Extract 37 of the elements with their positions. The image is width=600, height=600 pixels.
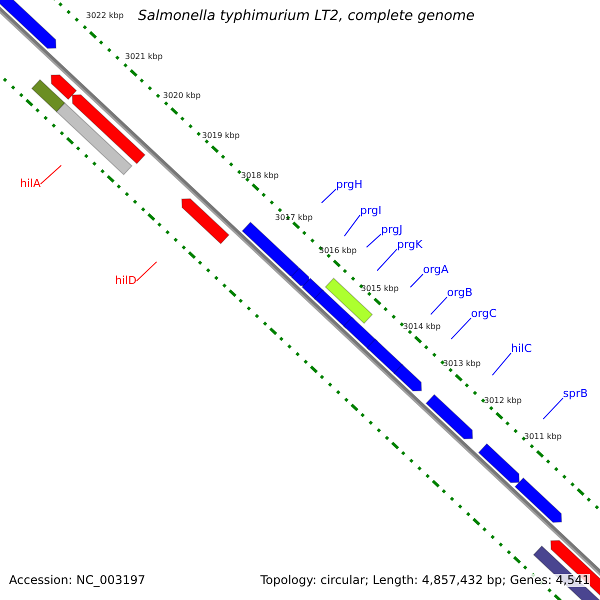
scale-label: 3015 kbp bbox=[361, 285, 399, 294]
gene-label: prgI bbox=[360, 205, 382, 218]
title: Salmonella typhimurium LT2, complete genome bbox=[138, 9, 475, 24]
scale-label: 3013 kbp bbox=[443, 360, 481, 369]
scale-label: 3017 kbp bbox=[275, 214, 313, 223]
genome-info-note: Topology: circular; Length: 4,857,432 bp; Genes: 4,541 bbox=[260, 574, 590, 588]
scale-label: 3014 kbp bbox=[403, 323, 441, 332]
scale-label: 3018 kbp bbox=[241, 172, 279, 181]
leader-line bbox=[376, 248, 398, 272]
scale-label: 3020 kbp bbox=[163, 92, 201, 101]
gene-label: orgA bbox=[423, 264, 449, 276]
leader-line bbox=[321, 188, 336, 204]
gene-label: orgB bbox=[447, 287, 473, 300]
scale-label: 3019 kbp bbox=[202, 132, 240, 141]
scale-label: 3011 kbp bbox=[524, 433, 562, 442]
leader-line bbox=[366, 234, 382, 248]
gene-label: prgH bbox=[336, 179, 363, 192]
accession-note: Accession: NC_003197 bbox=[9, 574, 146, 588]
leader-line bbox=[410, 274, 424, 288]
gene-label: hilD bbox=[115, 275, 137, 288]
scale-label: 3021 kbp bbox=[125, 53, 163, 62]
gene-label: orgC bbox=[471, 308, 497, 320]
leader-line bbox=[40, 164, 62, 185]
leader-line bbox=[492, 352, 512, 376]
leader-line bbox=[542, 398, 564, 420]
leader-line bbox=[450, 318, 472, 340]
leader-line bbox=[430, 296, 448, 315]
leader-line bbox=[136, 261, 158, 282]
scale-label: 3012 kbp bbox=[484, 397, 522, 406]
leader-line bbox=[344, 214, 360, 237]
gene-label: sprB bbox=[563, 388, 588, 400]
gene-label: hilA bbox=[20, 178, 41, 190]
scale-label: 3016 kbp bbox=[319, 247, 357, 256]
scale-label: 3022 kbp bbox=[86, 12, 124, 21]
gene-label: prgJ bbox=[381, 224, 403, 236]
gene-label: prgK bbox=[397, 239, 423, 252]
gene-label: hilC bbox=[511, 343, 532, 356]
